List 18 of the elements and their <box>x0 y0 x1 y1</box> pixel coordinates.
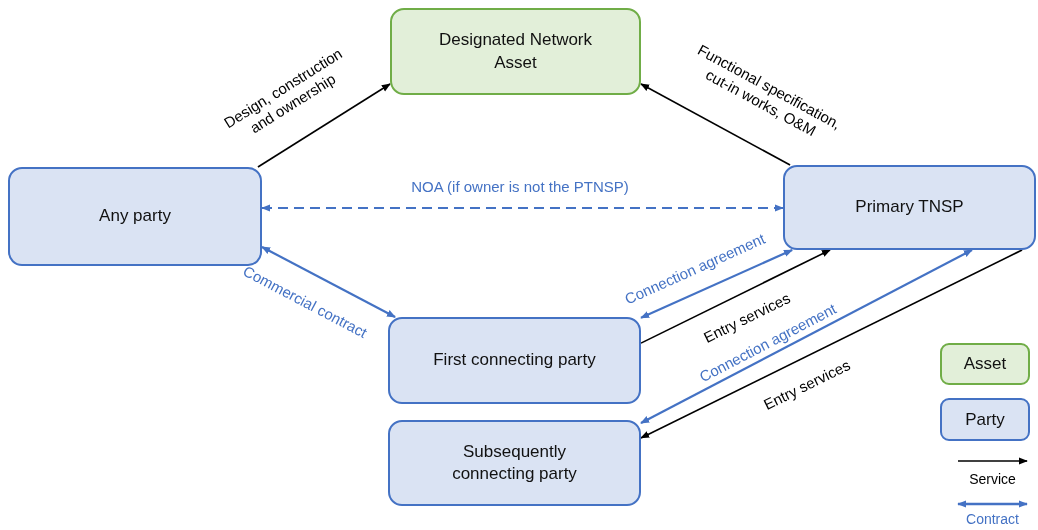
party-box: Primary TNSP <box>783 165 1036 250</box>
asset-box: Designated Network Asset <box>390 8 641 95</box>
party-box: First connecting party <box>388 317 641 404</box>
party-box: Subsequently connecting party <box>388 420 641 506</box>
arrow <box>640 83 791 166</box>
legend-label: Service <box>969 471 1016 487</box>
legend-label: Party <box>965 409 1005 430</box>
arrow <box>640 249 1023 439</box>
edge-label: NOA (if owner is not the PTNSP) <box>411 178 629 196</box>
arrow <box>640 249 831 344</box>
party-box: Any party <box>8 167 262 266</box>
arrow <box>257 83 391 168</box>
legend-label: Contract <box>966 511 1019 527</box>
dashed-arrow <box>261 204 784 212</box>
arrow <box>261 246 396 318</box>
arrow <box>640 249 793 319</box>
arrow <box>640 249 973 424</box>
legend-label: Asset <box>963 354 1007 374</box>
